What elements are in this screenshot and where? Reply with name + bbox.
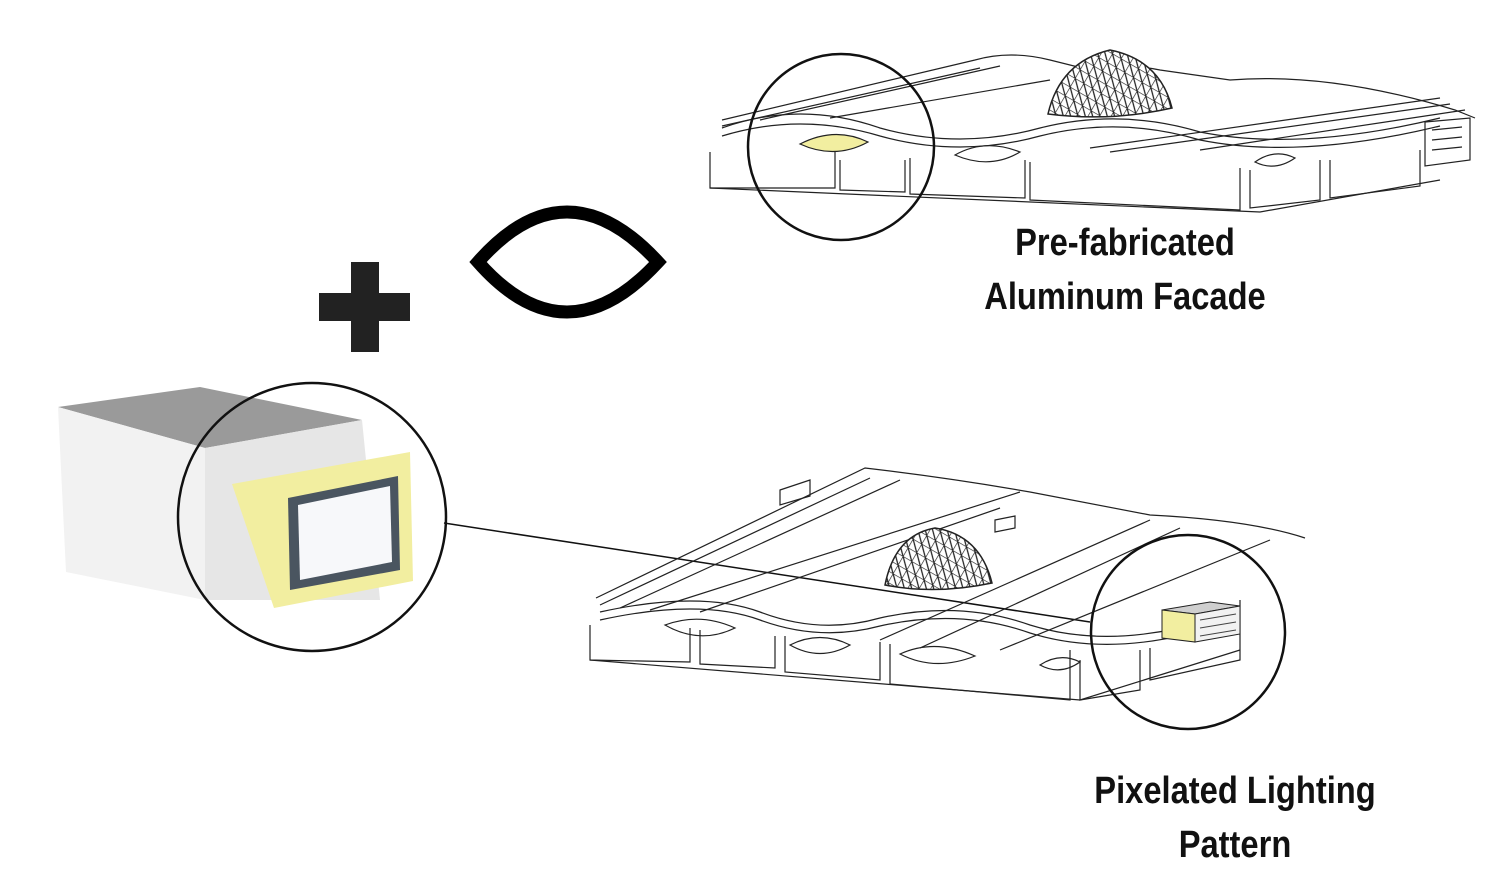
lighting-box-mini [1161,601,1241,643]
facade-label: Pre-fabricated Aluminum Facade [936,216,1314,324]
facade-lens-highlight [798,133,870,153]
lighting-box-icon [58,387,413,608]
facade-label-line1: Pre-fabricated [1015,222,1235,264]
plus-icon [319,262,410,352]
facade-detail-circle [746,52,936,242]
dome-icon [1047,49,1173,118]
lighting-location-circle [1089,533,1287,731]
building-bottom-drawing [589,467,1306,701]
lighting-label: Pixelated Lighting Pattern [1042,764,1429,872]
lighting-label-line2: Pattern [1178,824,1292,866]
lighting-label-line1: Pixelated Lighting [1094,770,1376,812]
lighting-detail-circle [176,381,448,653]
dome-icon [884,527,993,591]
lens-shape-icon [469,205,667,319]
building-top-drawing [709,54,1476,213]
facade-label-line2: Aluminum Facade [984,276,1266,318]
